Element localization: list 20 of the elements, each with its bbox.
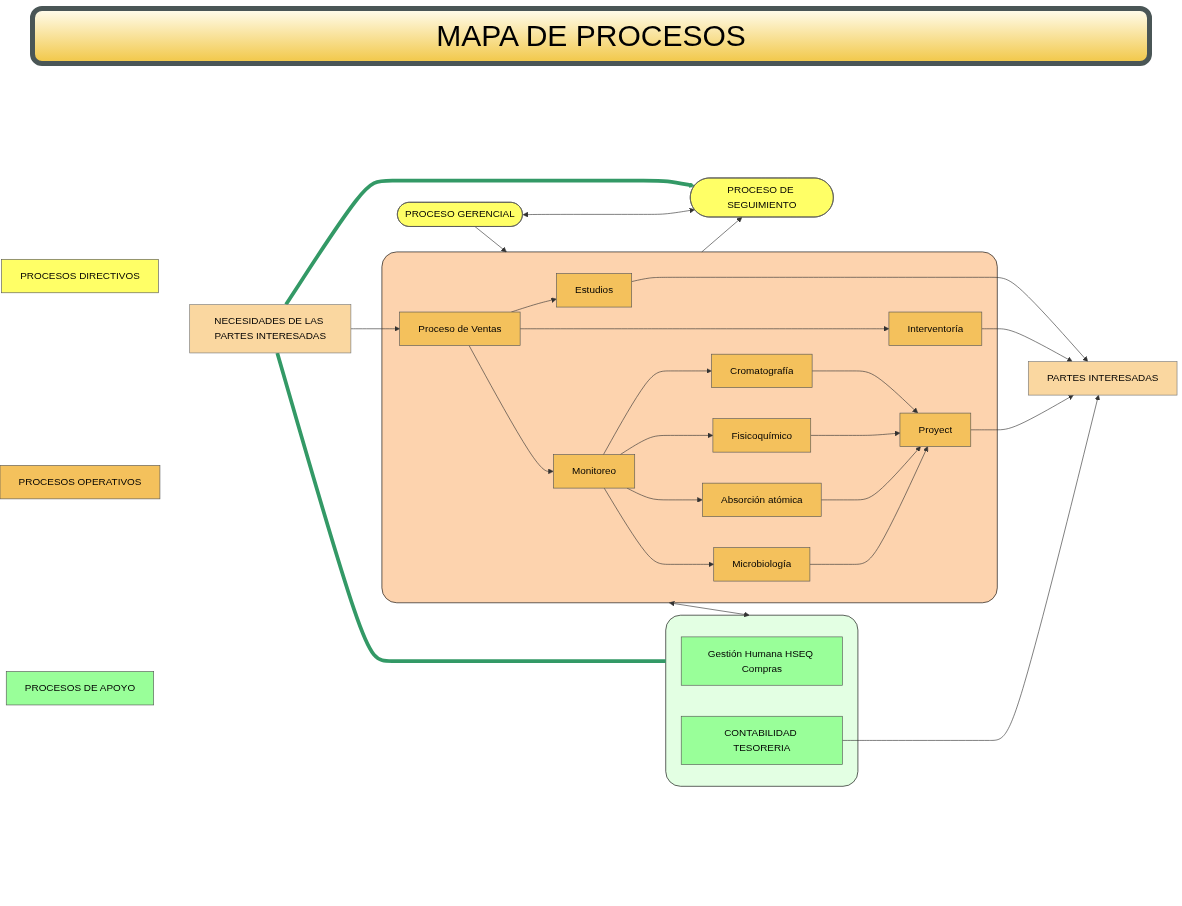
node-box: Proyect bbox=[899, 412, 972, 447]
node-box: Proceso de Ventas bbox=[399, 311, 521, 346]
cluster bbox=[665, 614, 859, 787]
diagram-title: MAPA DE PROCESOS bbox=[30, 6, 1152, 66]
node-box: PROCESOS DE APOYO bbox=[5, 671, 154, 706]
node-box: Gestión Humana HSEQ Compras bbox=[680, 636, 843, 686]
node-box: Absorción atómica bbox=[702, 482, 822, 517]
connector bbox=[275, 352, 666, 663]
node-box: Microbiología bbox=[713, 547, 811, 582]
node-box: Estudios bbox=[556, 273, 632, 308]
node-box: PROCESOS OPERATIVOS bbox=[0, 464, 161, 500]
cluster bbox=[381, 251, 998, 603]
node-box: PROCESOS DIRECTIVOS bbox=[1, 258, 159, 293]
node-box: PARTES INTERESADAS bbox=[1028, 361, 1178, 396]
node-box: Interventoría bbox=[888, 311, 983, 346]
node-box: NECESIDADES DE LAS PARTES INTERESADAS bbox=[189, 304, 352, 354]
node-box: Monitoreo bbox=[553, 454, 636, 489]
node-box: Fisicoquímico bbox=[712, 418, 812, 453]
node-box: Cromatografía bbox=[711, 353, 813, 388]
node-box: CONTABILIDAD TESORERIA bbox=[680, 715, 843, 765]
